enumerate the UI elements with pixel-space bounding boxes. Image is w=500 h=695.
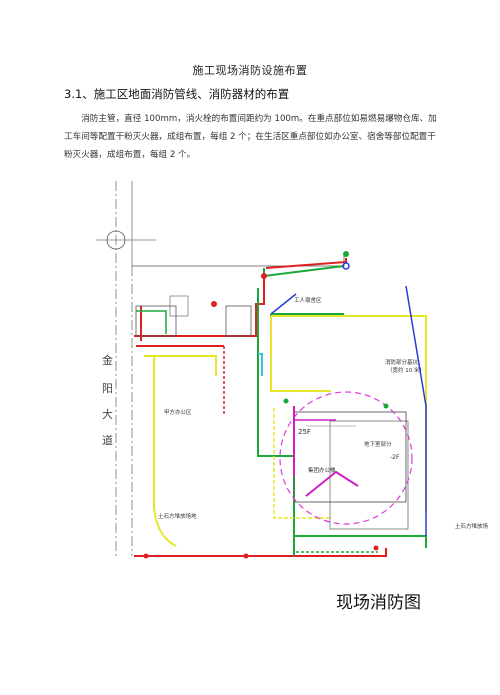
page-title: 施工现场消防设施布置: [192, 64, 308, 77]
fire-main-top: [265, 258, 347, 269]
label-dorm: 工人宿舍区: [294, 298, 322, 304]
fire-coverage-circle: [279, 391, 413, 525]
hydrant-icon: [261, 273, 267, 279]
figure-caption: 现场消防图: [336, 593, 421, 613]
hydrant-icon: [211, 301, 217, 307]
axis-marker-icon: [106, 230, 126, 250]
label-group-office: 集团办公楼: [308, 468, 336, 474]
fire-site-plan: [96, 181, 427, 559]
label-owner-office: 甲方办公区: [164, 410, 192, 416]
road-char-4: 道: [102, 434, 113, 447]
yellow-boundary-west: [153, 356, 177, 547]
hydrant-icon: [343, 251, 349, 257]
label-minus-2f: -2F: [390, 454, 400, 461]
road-char-2: 阳: [102, 382, 113, 395]
label-fire-section: 消防部分基坑: [385, 360, 419, 366]
label-basement: 地下室部分: [364, 442, 392, 448]
label-25f: 25F: [298, 428, 311, 436]
section-heading: 3.1、施工区地面消防管线、消防器材的布置: [64, 87, 290, 101]
body-paragraph: 消防主管，直径 100mm，消火栓的布置间距约为 100m。在重点部位如易燃易爆…: [64, 114, 437, 160]
road-char-1: 金: [102, 354, 113, 367]
blue-pipe: [405, 285, 427, 536]
green-pipe: [257, 288, 295, 556]
road-char-3: 大: [102, 408, 113, 421]
fire-main-south: [134, 548, 387, 557]
label-earth-yard-left: 土石方堆放场地: [158, 514, 197, 520]
label-earth-yard-right: 土石方堆放场: [455, 524, 489, 530]
label-fire-section-sub: （宽约 10 米）: [387, 368, 425, 374]
fire-main-west: [134, 268, 265, 337]
